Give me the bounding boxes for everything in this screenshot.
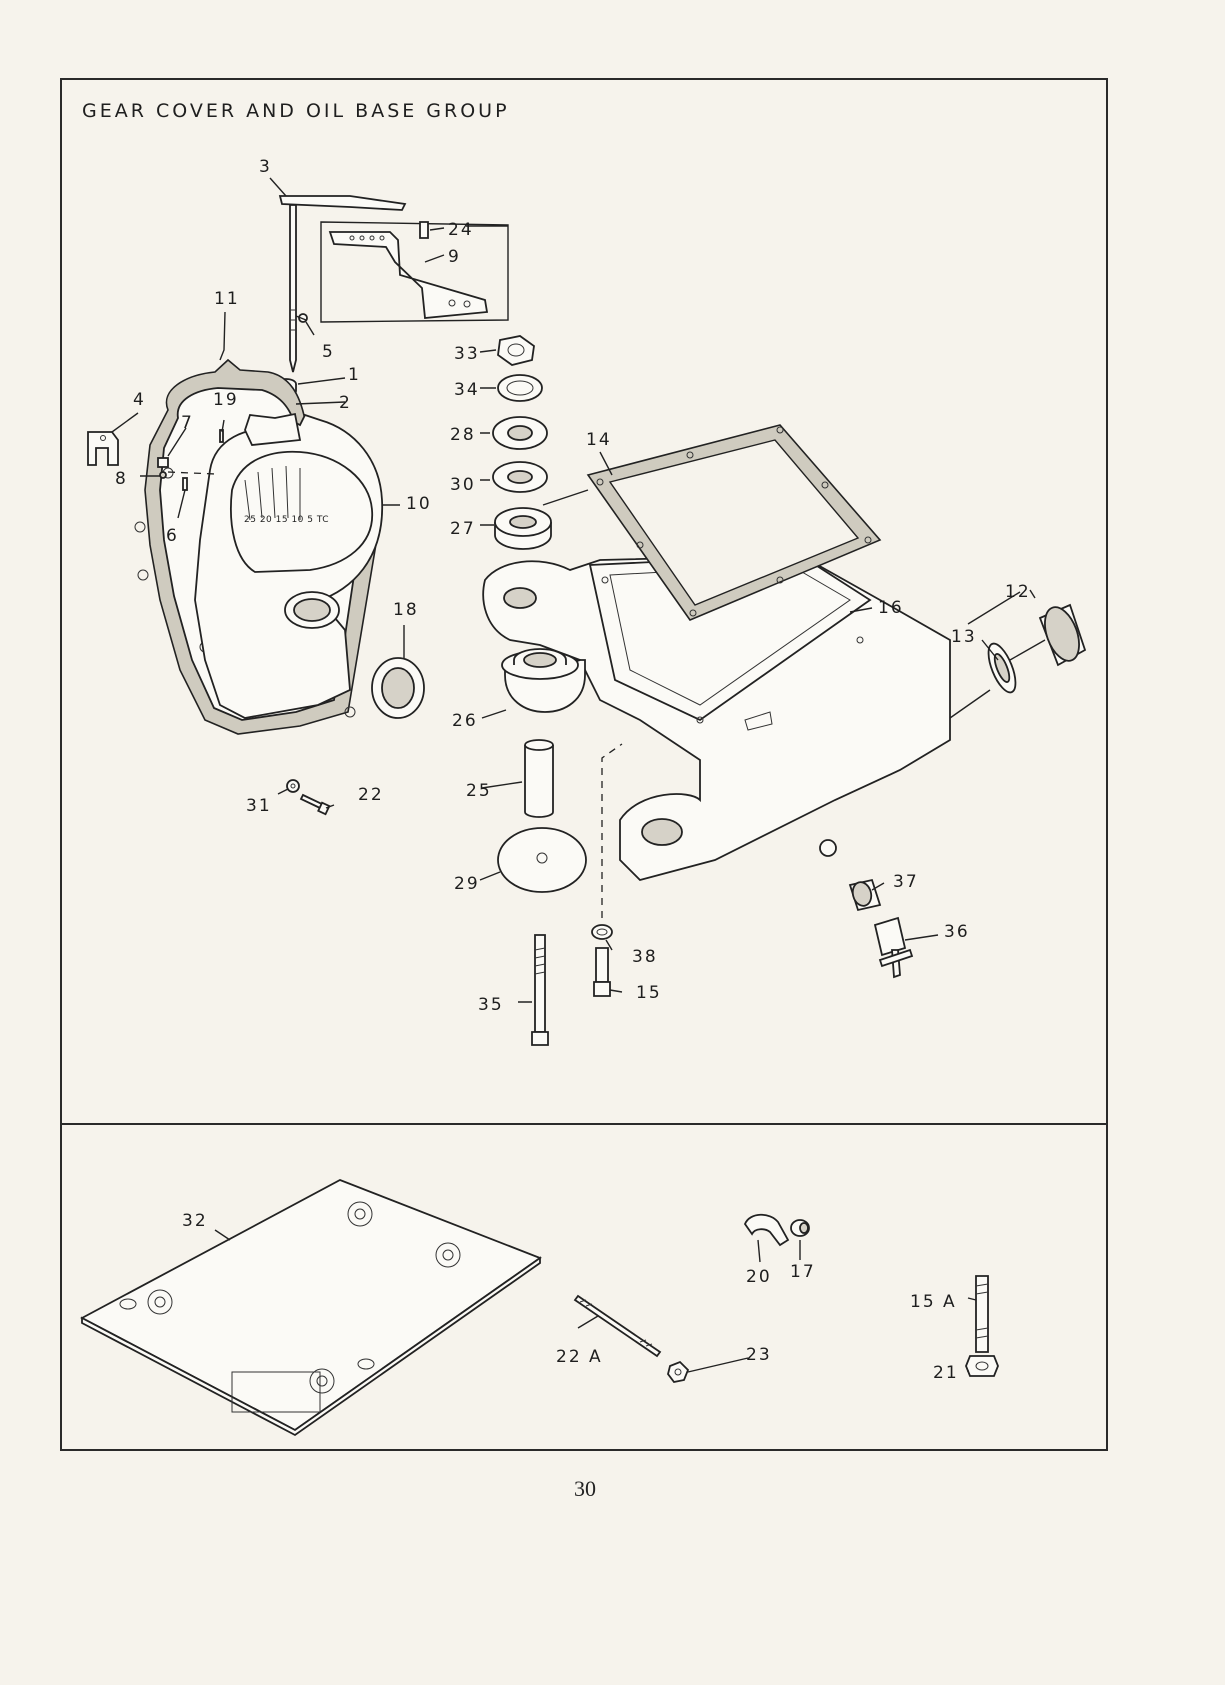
part-8-ball	[160, 472, 166, 478]
part-22-bolt	[301, 795, 329, 814]
label-part-23: 23	[746, 1345, 772, 1365]
label-part-33: 33	[454, 344, 480, 364]
leader-lines	[112, 178, 1035, 1372]
part-30-washer	[493, 462, 547, 492]
label-part-24: 24	[448, 220, 474, 240]
part-26-bushing	[502, 649, 585, 712]
part-33-nut	[498, 336, 534, 365]
label-part-2: 2	[339, 393, 352, 413]
part-37-fitting	[850, 880, 880, 910]
label-part-22a: 22 A	[556, 1347, 603, 1367]
label-part-35: 35	[478, 995, 504, 1015]
label-part-38: 38	[632, 947, 658, 967]
label-part-13: 13	[951, 627, 977, 647]
label-part-27: 27	[450, 519, 476, 539]
part-6-key	[183, 478, 187, 490]
part-4-bracket	[88, 432, 118, 465]
label-part-34: 34	[454, 380, 480, 400]
label-part-36: 36	[944, 922, 970, 942]
part-18-oil-seal	[372, 658, 424, 718]
inset-bracket-box	[321, 222, 508, 322]
part-21-nut	[966, 1356, 998, 1376]
label-part-37: 37	[893, 872, 919, 892]
label-part-15a: 15 A	[910, 1292, 957, 1312]
label-part-1: 1	[348, 365, 361, 385]
label-part-31: 31	[246, 796, 272, 816]
part-15a-stud	[976, 1276, 988, 1352]
part-34-washer	[498, 375, 542, 401]
label-part-18: 18	[393, 600, 419, 620]
label-part-7: 7	[181, 413, 194, 433]
label-part-15: 15	[636, 983, 662, 1003]
part-35-stud-bolt	[532, 935, 548, 1045]
part-20-elbow	[745, 1215, 788, 1245]
label-part-16: 16	[878, 598, 904, 618]
label-part-3: 3	[259, 157, 272, 177]
part-32-base-plate	[82, 1180, 540, 1435]
part-7-pin	[158, 458, 168, 467]
label-part-22: 22	[358, 785, 384, 805]
label-part-9: 9	[448, 247, 461, 267]
part-31-washer	[287, 780, 299, 792]
label-part-10: 10	[406, 494, 432, 514]
page-number: 30	[0, 1476, 1170, 1502]
part-27-spacer	[495, 508, 551, 549]
dial-timing-marks: 25 20 15 10 5 TC	[244, 515, 329, 525]
label-part-21: 21	[933, 1363, 959, 1383]
label-part-28: 28	[450, 425, 476, 445]
part-38-washer	[592, 925, 612, 939]
part-5-clip	[296, 314, 307, 322]
label-part-25: 25	[466, 781, 492, 801]
label-part-29: 29	[454, 874, 480, 894]
part-25-sleeve	[525, 740, 553, 817]
part-15-cap-screw	[594, 948, 610, 996]
label-part-5: 5	[322, 342, 335, 362]
label-part-12: 12	[1005, 582, 1031, 602]
part-28-washer	[493, 417, 547, 449]
label-part-14: 14	[586, 430, 612, 450]
label-part-26: 26	[452, 711, 478, 731]
label-part-4: 4	[133, 390, 146, 410]
part-36-drain-cock	[875, 918, 912, 977]
label-part-8: 8	[115, 469, 128, 489]
label-part-32: 32	[182, 1211, 208, 1231]
part-29-disc	[498, 828, 586, 892]
label-part-20: 20	[746, 1267, 772, 1287]
label-part-19: 19	[213, 390, 239, 410]
label-part-6: 6	[166, 526, 179, 546]
part-17-plug	[791, 1220, 809, 1236]
part-12-filler-cap	[1038, 603, 1085, 666]
label-part-17: 17	[790, 1262, 816, 1282]
label-part-30: 30	[450, 475, 476, 495]
part-23-nut	[668, 1362, 688, 1382]
label-part-11: 11	[214, 289, 240, 309]
